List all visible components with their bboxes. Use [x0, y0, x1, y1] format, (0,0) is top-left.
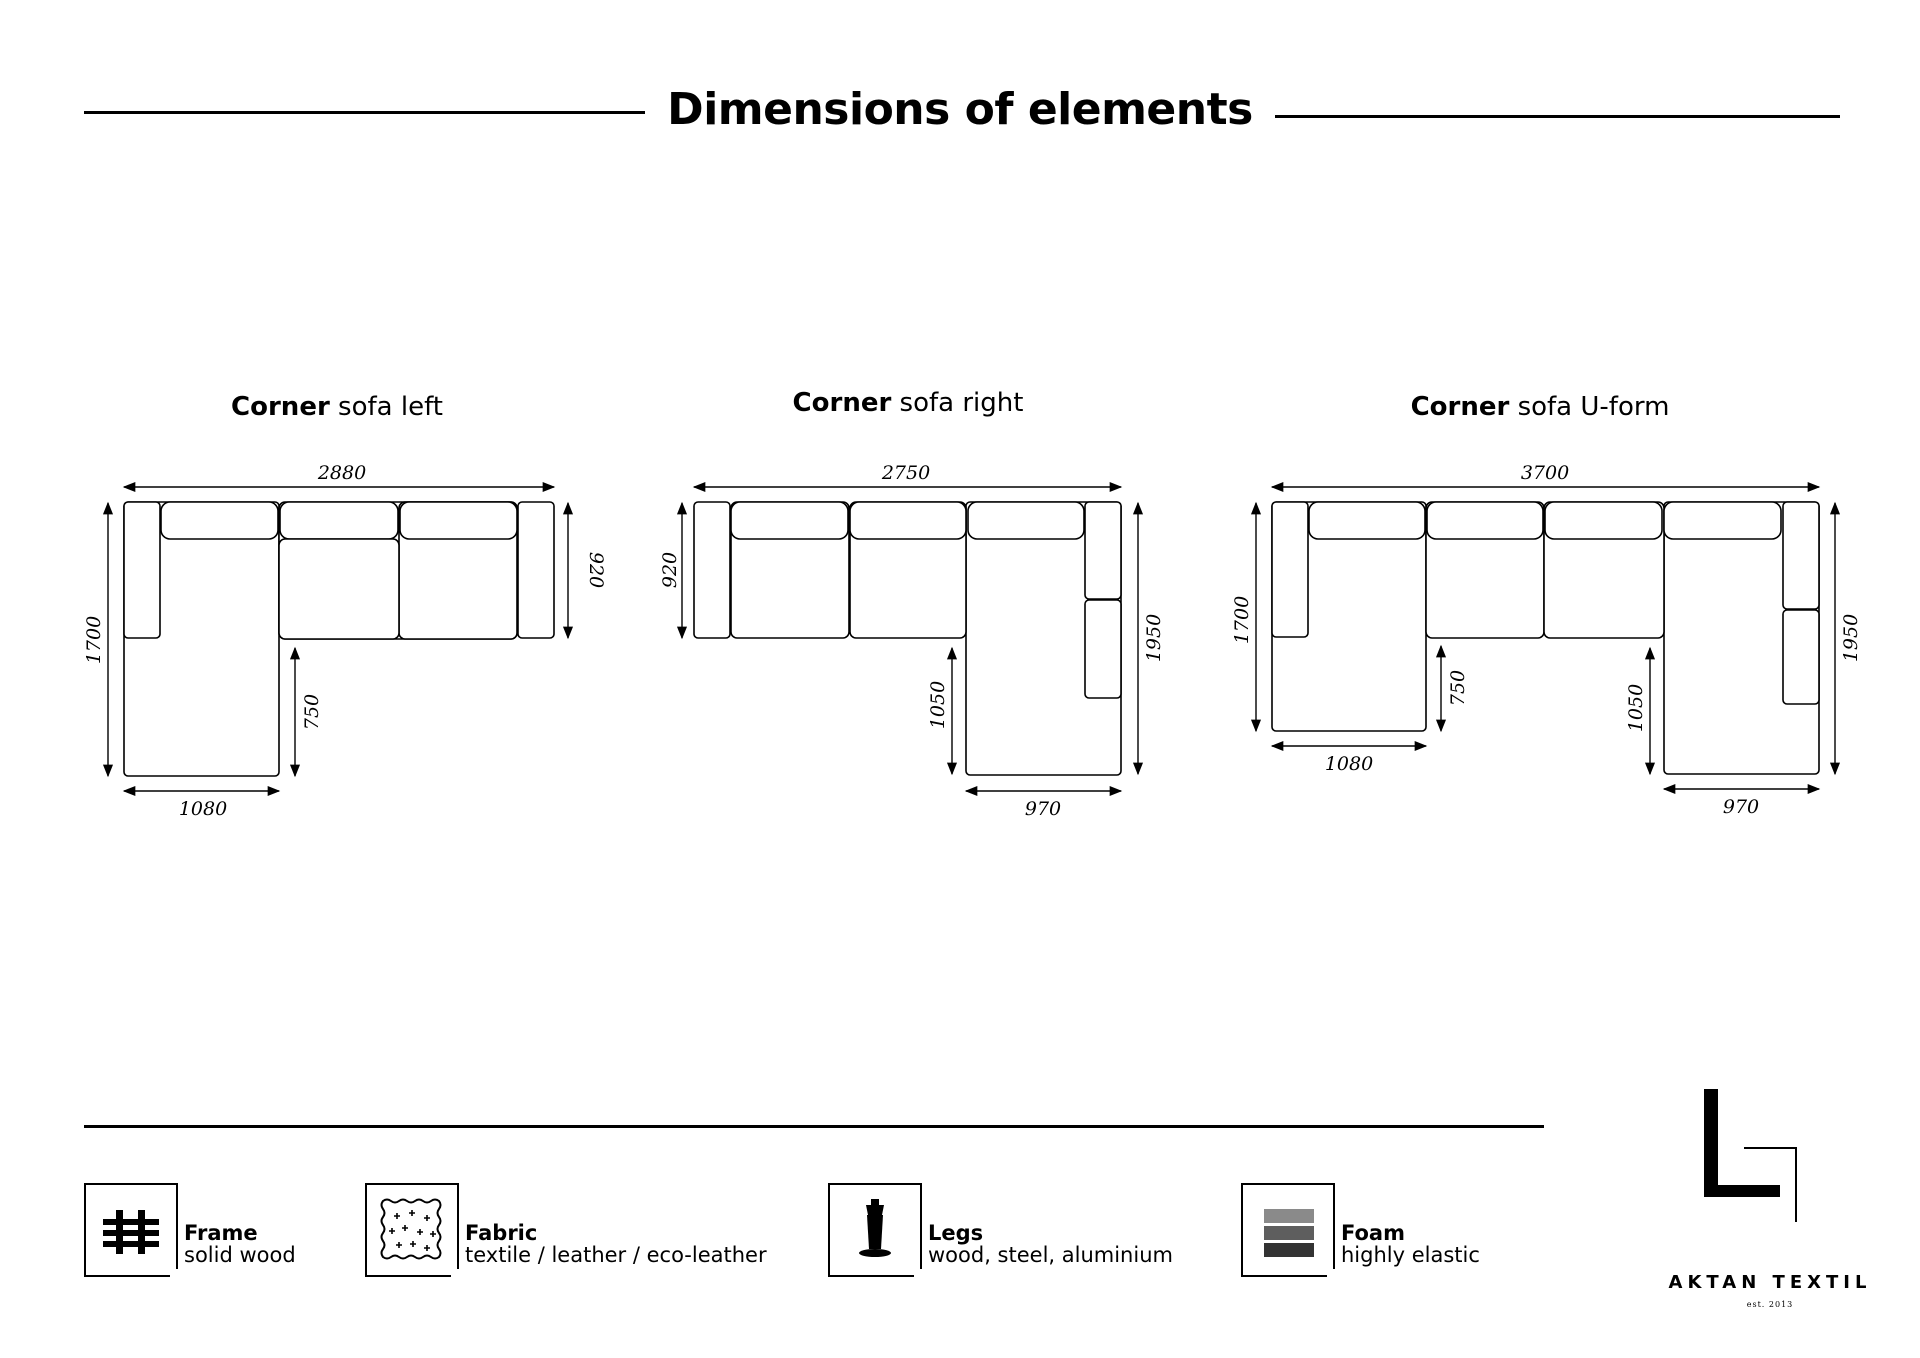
- feature-icon-box: [828, 1183, 922, 1277]
- sofa-left-arm: [517, 501, 555, 639]
- footer-rule: [84, 1125, 1544, 1128]
- title-rule-left: [84, 111, 664, 114]
- sofa-u-arm: [1782, 501, 1820, 610]
- corner-sofa-left-drawing: 2880 1700 920 750 1080: [83, 462, 607, 820]
- dim-label-depth: 1950: [1143, 614, 1165, 662]
- feature-label: Legs: [928, 1221, 984, 1245]
- sofa-right-arm: [1084, 501, 1122, 600]
- brand-logo: [1704, 1089, 1797, 1222]
- dim-label-width: 2750: [881, 462, 930, 484]
- fabric-icon: [380, 1198, 442, 1260]
- dim-label-chaise-depth: 750: [301, 694, 323, 730]
- feature-icon-box: [1241, 1183, 1335, 1277]
- dim-label-back-depth: 920: [659, 552, 681, 588]
- sofa-left-backrest: [399, 501, 518, 540]
- sofa-left-seat-divider: [278, 538, 400, 640]
- page-title: Dimensions of elements: [0, 84, 1920, 135]
- feature-label: Frame: [184, 1221, 258, 1245]
- dim-label-chaise-width: 1080: [179, 798, 227, 820]
- sofa-right-backrest: [967, 501, 1085, 540]
- feature-icon-box: [84, 1183, 178, 1277]
- sofa-right-backrest: [849, 501, 967, 540]
- brand-name: AKTAN TEXTIL: [1668, 1272, 1872, 1293]
- sofa-u-backrest: [1426, 501, 1544, 540]
- feature-sub: wood, steel, aluminium: [928, 1243, 1173, 1267]
- feature-icon-box: [365, 1183, 459, 1277]
- feature-sub: solid wood: [184, 1243, 296, 1267]
- dim-label-right-chaise-depth: 1050: [1625, 684, 1647, 732]
- leg-icon: [859, 1199, 891, 1257]
- brand-est: est. 2013: [1746, 1300, 1794, 1309]
- corner-sofa-u-form-drawing: 3700 1700 750 1080 1050 970 1950: [1231, 462, 1862, 818]
- feature-frame: Frame solid wood: [84, 1183, 384, 1281]
- corner-sofa-right-drawing: 2750 920 1950 1050 970: [659, 462, 1165, 820]
- sofa-right-arm: [693, 501, 731, 639]
- dim-label-chaise-depth: 1050: [927, 681, 949, 729]
- sofa-u-arm: [1271, 501, 1309, 638]
- dim-label-width: 3700: [1521, 462, 1569, 484]
- sofa-right-backrest: [730, 501, 849, 540]
- sofa-u-backrest: [1308, 501, 1426, 540]
- dim-label-width: 2880: [317, 462, 366, 484]
- sofa-title-u-form: Corner sofa U-form: [1410, 392, 1670, 422]
- dim-label-right-chaise-width: 970: [1723, 796, 1759, 818]
- feature-label: Foam: [1341, 1221, 1405, 1245]
- feature-sub: highly elastic: [1341, 1243, 1480, 1267]
- sofa-u-arm: [1782, 609, 1820, 705]
- feature-fabric: Fabric textile / leather / eco-leather: [365, 1183, 805, 1281]
- frame-icon: [103, 1210, 159, 1254]
- sofa-u-backrest: [1544, 501, 1663, 540]
- dim-label-chaise-width: 970: [1025, 798, 1061, 820]
- sofa-left-backrest: [160, 501, 279, 540]
- dim-label-depth: 1700: [83, 616, 105, 664]
- feature-foam: Foam highly elastic: [1241, 1183, 1541, 1281]
- feature-sub: textile / leather / eco-leather: [465, 1243, 767, 1267]
- dim-label-left-depth: 1700: [1231, 596, 1253, 644]
- dim-label-right-depth: 1950: [1840, 614, 1862, 662]
- sofa-u-backrest: [1663, 501, 1782, 540]
- dim-label-left-chaise-depth: 750: [1447, 670, 1469, 706]
- sofa-right-arm: [1084, 599, 1122, 699]
- sofa-title-left: Corner sofa left: [231, 392, 443, 422]
- sofa-title-right: Corner sofa right: [792, 388, 1024, 418]
- dim-label-left-chaise-width: 1080: [1325, 753, 1373, 775]
- foam-icon: [1264, 1209, 1314, 1257]
- sofa-left-backrest: [279, 501, 399, 540]
- sofa-left-arm: [123, 501, 161, 639]
- feature-label: Fabric: [465, 1221, 538, 1245]
- feature-legs: Legs wood, steel, aluminium: [828, 1183, 1228, 1281]
- dim-label-back-depth: 920: [585, 552, 607, 588]
- title-rule-right: [1260, 115, 1840, 118]
